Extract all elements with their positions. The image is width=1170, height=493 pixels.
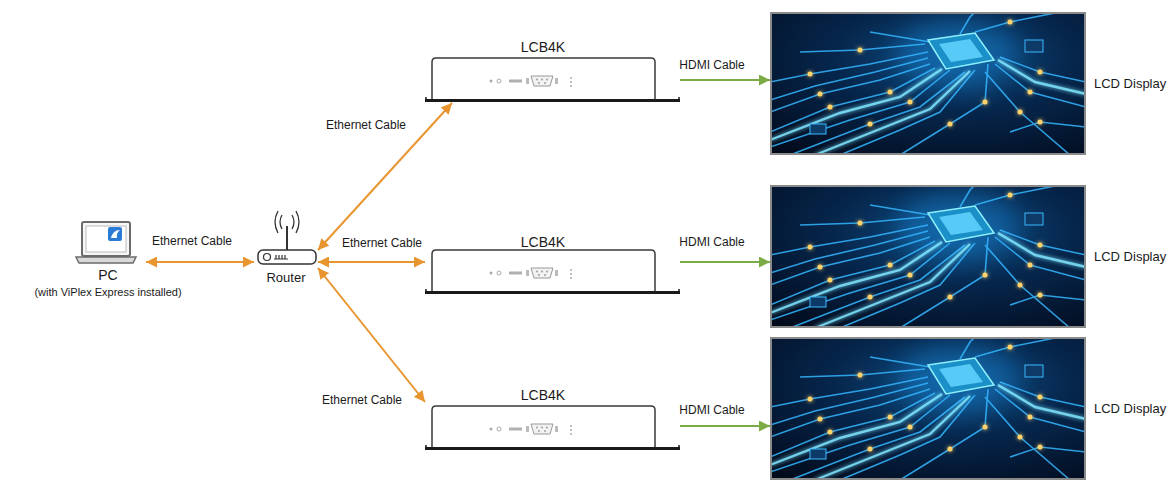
- pc-node: PC(with ViPlex Express installed): [70, 218, 146, 300]
- edge-label-holder: Ethernet Cable: [324, 118, 408, 132]
- controller-device: [425, 406, 680, 449]
- edge-label: Ethernet Cable: [340, 236, 424, 250]
- hdmi-cable: [680, 261, 770, 263]
- device-name: LCB4K: [521, 386, 565, 404]
- edge-label: HDMI Cable: [677, 403, 746, 417]
- display-picture: [770, 185, 1086, 328]
- ethernet-cable: [318, 268, 425, 402]
- edge-label-holder: HDMI Cable: [677, 235, 746, 249]
- edge-label-holder: HDMI Cable: [677, 58, 746, 72]
- controller-box: LCB4K: [425, 384, 680, 450]
- controller-box: LCB4K: [425, 36, 680, 103]
- edge-label: HDMI Cable: [677, 58, 746, 72]
- display-node: LCD Display: [770, 12, 1168, 155]
- ethernet-cable: [318, 261, 425, 263]
- edge-label: Ethernet Cable: [320, 393, 404, 407]
- router-icon: [258, 211, 316, 264]
- edge-label: Ethernet Cable: [324, 118, 408, 132]
- edge-label-holder: Ethernet Cable: [320, 393, 404, 407]
- display-name: LCD Display: [1094, 76, 1166, 92]
- display-node: LCD Display: [770, 185, 1168, 328]
- hdmi-cable: [680, 425, 770, 427]
- display-node: LCD Display: [770, 337, 1168, 480]
- device-name: LCB4K: [521, 38, 565, 56]
- device-name: LCB4K: [521, 233, 565, 251]
- edge-label: HDMI Cable: [677, 235, 746, 249]
- ethernet-cable: [146, 261, 254, 263]
- edge-label-holder: Ethernet Cable: [150, 234, 234, 248]
- router-node: Router: [254, 202, 318, 290]
- controller-device: [425, 250, 680, 293]
- laptop-icon: [76, 222, 136, 263]
- display-picture: [770, 337, 1086, 480]
- hdmi-cable: [680, 79, 770, 81]
- device-name: Router: [266, 270, 305, 286]
- display-name: LCD Display: [1094, 401, 1166, 417]
- device-note: (with ViPlex Express installed): [34, 285, 181, 299]
- display-picture: [770, 12, 1086, 155]
- display-name: LCD Display: [1094, 249, 1166, 265]
- controller-device: [425, 58, 680, 101]
- ethernet-cable: [318, 103, 452, 250]
- edge-label: Ethernet Cable: [150, 234, 234, 248]
- controller-box: LCB4K: [425, 230, 680, 294]
- edge-label-holder: Ethernet Cable: [340, 236, 424, 250]
- edge-label-holder: HDMI Cable: [677, 403, 746, 417]
- device-name: PC: [98, 266, 117, 284]
